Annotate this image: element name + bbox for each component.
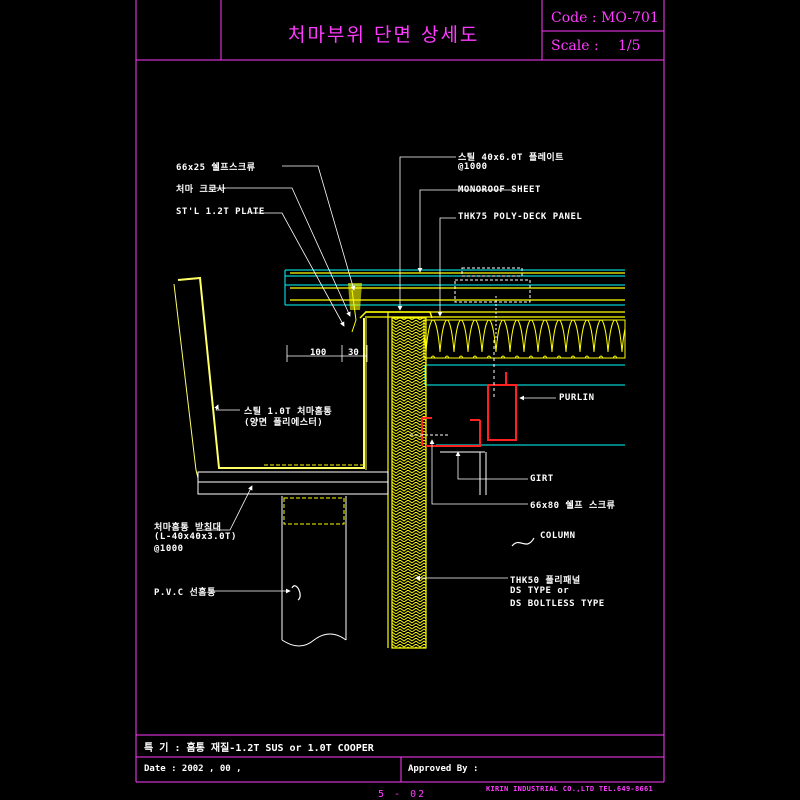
label-bracket-1: 처마홈통 받침대 [154,523,222,533]
thk75-poly-deck-panel [423,319,626,359]
label-gutter-1: 스틸 1.0T 처마홈통 [244,407,333,417]
eave-flashing [359,311,433,319]
label-ds-type: DS TYPE or [510,586,570,596]
dimension-100: 100 [310,348,327,358]
label-steel-plate-spacing: @1000 [458,162,488,172]
scale-label: Scale : [551,38,599,54]
page-number: 5 - 02 [378,789,427,800]
girt-section [421,417,481,447]
label-ds-boltless: DS BOLTLESS TYPE [510,599,605,609]
dimension-30: 30 [348,348,359,358]
label-thk75-panel: THK75 POLY-DECK PANEL [458,212,583,222]
drawing-title: 처마부위 단면 상세도 [288,24,480,46]
label-gutter-2: (양면 폴리에스터) [244,418,324,428]
monoroof-sheet [290,272,625,318]
gutter-bracket [197,471,389,495]
purlin-section [487,372,517,441]
leader-lines [202,156,556,594]
drawing-code: Code : MO-701 [551,10,659,26]
label-monoroof-sheet: MONOROOF SHEET [458,185,541,195]
column-symbol [511,537,535,547]
label-screw-66x25: 66x25 쉘프스크류 [176,163,256,173]
label-screw-66x80: 66x80 쉘프 스크류 [530,501,616,511]
special-note: 특 기 : 홈통 재질-1.2T SUS or 1.0T COOPER [144,743,374,754]
label-purlin: PURLIN [559,393,595,403]
thk50-wall-panel [391,317,427,649]
eave-gutter [173,276,367,479]
label-column: COLUMN [540,531,576,541]
scale-value: 1/5 [618,38,641,54]
label-girt: GIRT [530,474,554,484]
label-steel-plate: 스틸 40x6.0T 플레이트 [458,153,564,163]
dimension-lines [286,345,368,362]
company-info: KIRIN INDUSTRIAL CO.,LTD TEL.649-8661 [486,785,654,793]
approved-by-field: Approved By : [408,764,479,774]
label-bracket-3: @1000 [154,544,184,554]
sheet-joint-cap [454,267,531,303]
drawing-frame [135,0,665,783]
label-eave-crossa: 처마 크로사 [176,185,226,195]
date-field: Date : 2002 , 00 , [144,764,242,774]
label-pvc-pipe: P.V.C 선홈통 [154,588,216,598]
label-bracket-2: (L-40x40x3.0T) [154,532,237,542]
label-stl-plate: ST'L 1.2T PLATE [176,207,265,217]
pvc-downpipe [281,496,347,647]
label-thk50-panel: THK50 폴리패널 [510,576,581,586]
